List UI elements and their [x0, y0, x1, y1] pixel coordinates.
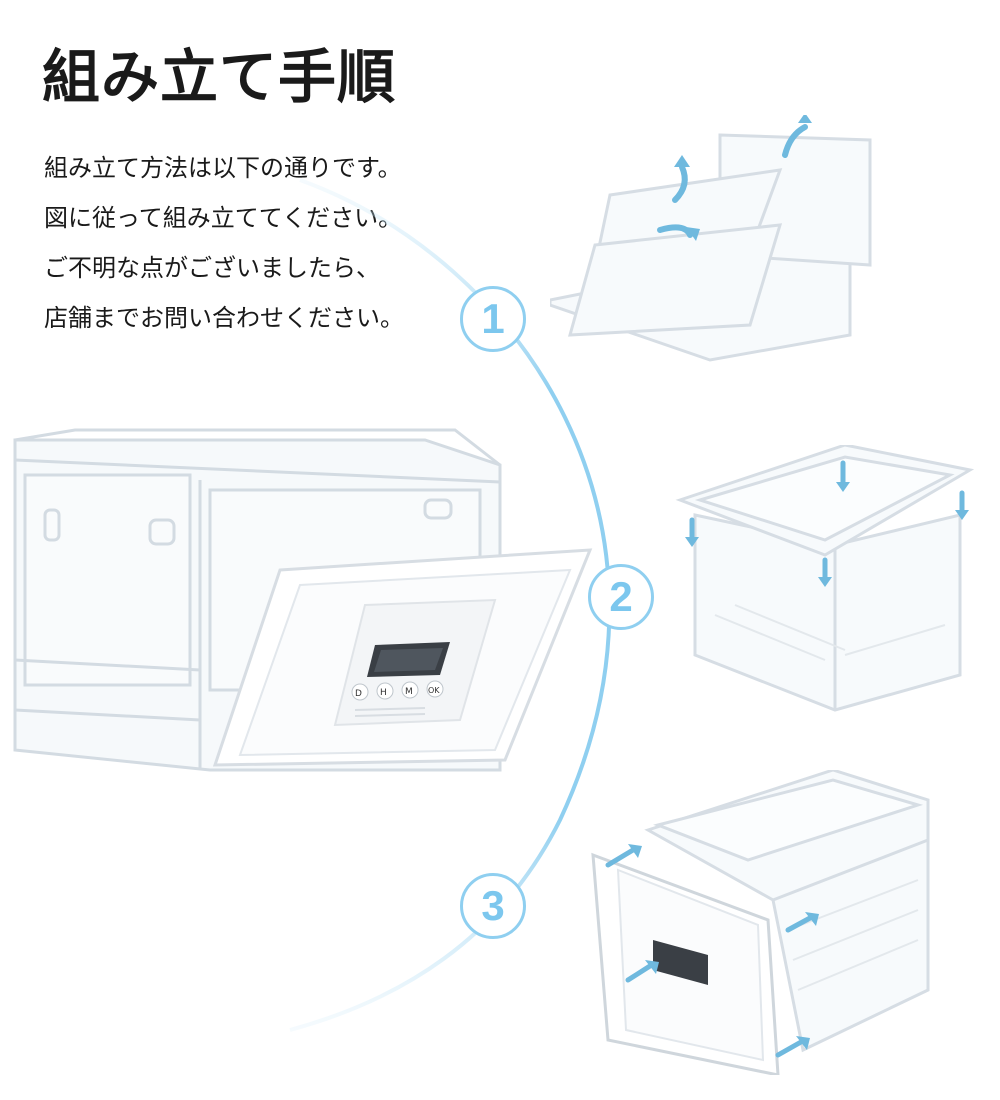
instruction-line: 組み立て方法は以下の通りです。	[44, 154, 402, 182]
instructions-text: 組み立て方法は以下の通りです。 図に従って組み立ててください。 ご不明な点がござ…	[44, 143, 504, 343]
step-3-badge: 3	[460, 873, 526, 939]
keypad-m-label: M	[405, 687, 413, 697]
step-3-illustration	[591, 770, 930, 1075]
step-1-badge: 1	[460, 286, 526, 352]
keypad-h-label: H	[380, 688, 387, 698]
keypad-d-label: D	[355, 689, 362, 699]
step-1-illustration	[550, 115, 872, 362]
step-2-illustration	[675, 445, 975, 712]
step-2-badge: 2	[588, 564, 654, 630]
instruction-line: ご不明な点がございましたら、	[44, 254, 380, 282]
storage-box-product-image: D H M OK	[13, 428, 593, 772]
page-title: 組み立て手順	[42, 43, 397, 111]
instruction-line: 店舗までお問い合わせください。	[44, 304, 404, 332]
instruction-line: 図に従って組み立ててください。	[44, 204, 403, 232]
keypad-ok-label: OK	[428, 686, 440, 695]
